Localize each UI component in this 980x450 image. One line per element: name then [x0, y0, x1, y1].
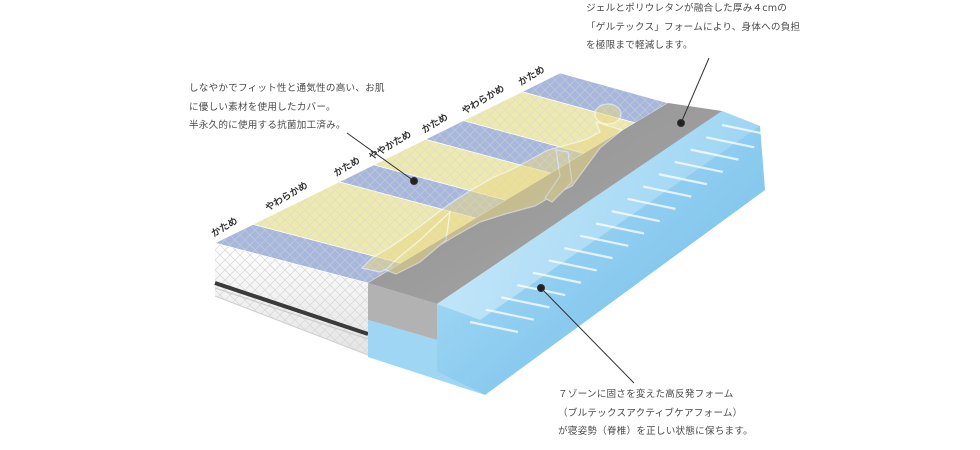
foam-groove — [564, 247, 613, 260]
callout-geltex-line-2: 「ゲルテックス」フォームにより、身体への負担 — [586, 21, 801, 33]
callout-base-line-2: （ブルテックスアクティブケアフォーム） — [558, 407, 743, 419]
callout-base-line-1: ７ゾーンに固さを変えた高反発フォーム — [558, 389, 734, 400]
foam-groove — [485, 308, 534, 321]
callout-base-foam: ７ゾーンに固さを変えた高反発フォーム （ブルテックスアクティブケアフォーム） が… — [558, 386, 753, 442]
callout-cover-line-2: に優しい素材を使用したカバー。 — [189, 101, 336, 113]
foam-groove — [580, 234, 629, 247]
foam-groove — [721, 123, 771, 137]
callout-cover-line-3: 半永久的に使用する抗菌加工済み。 — [189, 120, 346, 131]
foam-groove — [548, 259, 597, 272]
foam-groove — [674, 160, 723, 174]
foam-groove — [690, 148, 739, 161]
human-silhouette — [360, 103, 624, 275]
foam-groove — [532, 271, 582, 284]
foam-groove — [706, 136, 755, 149]
foam-zone-grooves — [469, 123, 771, 334]
callout-cover: しなやかでフィット性と通気性の高い、お肌 に優しい素材を使用したカバー。 半永久… — [189, 80, 385, 136]
foam-groove — [658, 173, 708, 186]
foam-groove — [611, 210, 660, 223]
foam-groove — [627, 197, 676, 210]
blue-foam-base — [368, 111, 771, 395]
callout-leaders — [346, 57, 710, 384]
foam-groove — [501, 296, 550, 309]
callout-geltex-line-1: ジェルとポリウレタンが融合した厚み４cmの — [586, 3, 788, 14]
callout-geltex: ジェルとポリウレタンが融合した厚み４cmの 「ゲルテックス」フォームにより、身体… — [586, 0, 800, 56]
foam-groove — [469, 320, 519, 334]
callout-cover-line-1: しなやかでフィット性と通気性の高い、お肌 — [189, 83, 385, 94]
mattress-cover-side — [214, 243, 369, 356]
callout-base-line-3: が寝姿勢（脊椎）を正しい状態に保ちます。 — [558, 426, 753, 437]
callout-geltex-line-3: を極限まで軽減します。 — [586, 40, 693, 51]
foam-groove — [643, 185, 692, 198]
foam-groove — [595, 222, 645, 235]
